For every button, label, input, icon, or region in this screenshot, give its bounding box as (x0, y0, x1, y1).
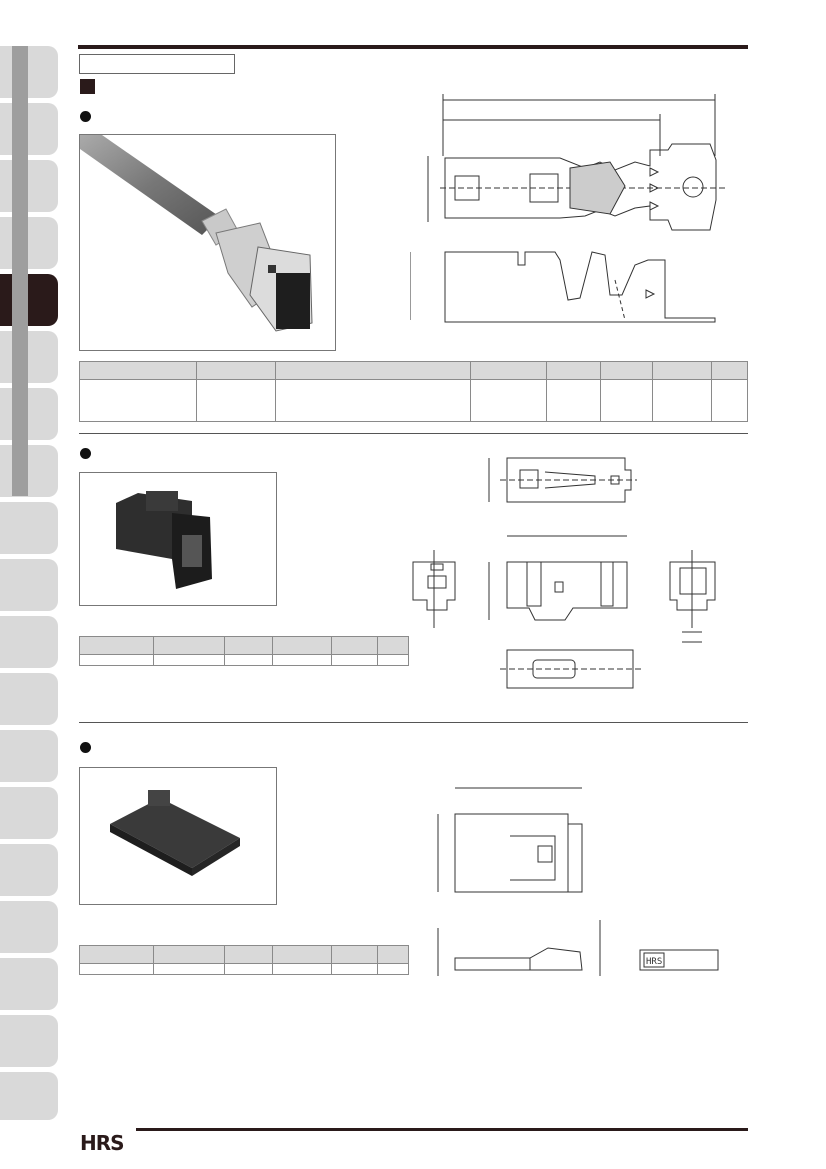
table-header-cell (78, 945, 155, 964)
housing-photo (79, 472, 277, 606)
retainer-photo-image (110, 790, 240, 876)
table-header-cell (330, 945, 379, 964)
table-cell (78, 963, 155, 975)
index-tab-8[interactable] (0, 445, 58, 497)
section-bullet-retainer (80, 742, 91, 753)
retainer-photo (79, 767, 277, 905)
contact-photo (79, 134, 336, 351)
table-header-cell (377, 945, 409, 964)
index-strip (12, 46, 28, 496)
index-tab-16[interactable] (0, 901, 58, 953)
housing-drawing (412, 457, 716, 689)
contact-drawing (410, 94, 725, 323)
housing-spec-table (78, 636, 409, 666)
section-bullet-contact (80, 111, 91, 122)
index-tab-11[interactable] (0, 616, 58, 668)
table-cell (272, 963, 332, 975)
table-cell (546, 379, 602, 422)
table-cell (330, 963, 379, 975)
index-tab-12[interactable] (0, 673, 58, 725)
index-tab-1[interactable] (0, 46, 58, 98)
series-box (79, 54, 235, 74)
table-header-cell (600, 361, 653, 380)
index-tab-13[interactable] (0, 730, 58, 782)
table-cell (153, 963, 225, 975)
contact-spec-table (78, 361, 748, 422)
table-header-cell (711, 361, 748, 380)
section-divider (79, 433, 748, 434)
table-header-cell (223, 945, 274, 964)
index-tab-19[interactable] (0, 1072, 58, 1120)
table-header-cell (546, 361, 602, 380)
table-header-cell (377, 636, 409, 655)
bottom-rule (136, 1128, 748, 1131)
table-header-cell (470, 361, 548, 380)
table-header-cell (274, 361, 472, 380)
table-cell (272, 654, 332, 666)
table-cell (223, 654, 274, 666)
index-tab-4[interactable] (0, 217, 58, 269)
table-cell (78, 379, 198, 422)
table-header-cell (78, 636, 155, 655)
index-tab-6[interactable] (0, 331, 58, 383)
table-header-cell (153, 945, 225, 964)
table-cell (651, 379, 713, 422)
table-cell (470, 379, 548, 422)
section-bullet-housing (80, 448, 91, 459)
retainer-drawing: HRS (437, 787, 719, 976)
table-cell (196, 379, 276, 422)
index-tab-2[interactable] (0, 103, 58, 155)
table-cell (153, 654, 225, 666)
table-header-cell (330, 636, 379, 655)
hrs-logo: HRS (80, 1131, 125, 1155)
table-cell (223, 963, 274, 975)
index-tab-active[interactable] (0, 274, 58, 326)
retainer-spec-table (78, 945, 409, 975)
housing-photo-image (116, 491, 212, 589)
table-cell (78, 654, 155, 666)
table-header-cell (78, 361, 198, 380)
section-square (80, 79, 95, 94)
table-header-cell (272, 636, 332, 655)
table-header-cell (272, 945, 332, 964)
table-header-cell (223, 636, 274, 655)
index-tab-9[interactable] (0, 502, 58, 554)
index-tab-15[interactable] (0, 844, 58, 896)
svg-text:HRS: HRS (646, 957, 662, 967)
table-cell (274, 379, 472, 422)
index-tab-14[interactable] (0, 787, 58, 839)
contact-photo-image (80, 135, 313, 332)
table-cell (711, 379, 748, 422)
table-cell (600, 379, 653, 422)
index-tab-18[interactable] (0, 1015, 58, 1067)
index-tab-10[interactable] (0, 559, 58, 611)
index-tab-17[interactable] (0, 958, 58, 1010)
table-header-cell (651, 361, 713, 380)
section-divider (79, 722, 748, 723)
table-cell (377, 654, 409, 666)
table-cell (377, 963, 409, 975)
table-header-cell (153, 636, 225, 655)
index-tab-7[interactable] (0, 388, 58, 440)
table-cell (330, 654, 379, 666)
index-tab-3[interactable] (0, 160, 58, 212)
top-rule (78, 45, 748, 49)
table-header-cell (196, 361, 276, 380)
